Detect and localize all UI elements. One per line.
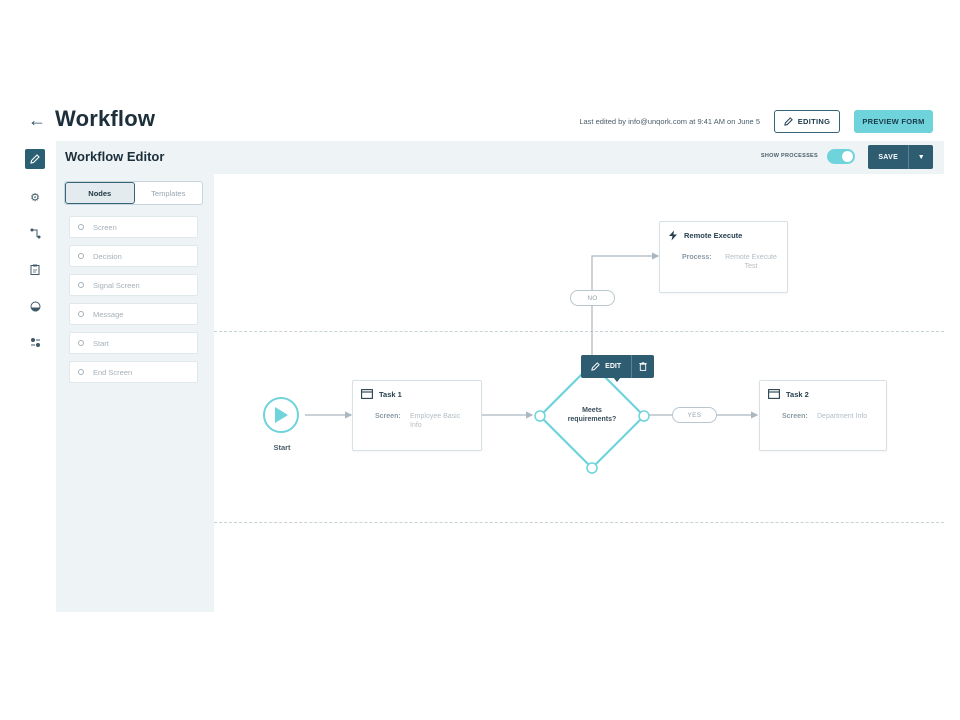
node-item-label: End Screen: [93, 367, 133, 377]
node-item-signal-screen[interactable]: Signal Screen: [69, 274, 198, 296]
trash-icon[interactable]: [632, 355, 654, 378]
no-branch-label[interactable]: NO: [570, 290, 615, 306]
palette-icon[interactable]: [25, 296, 45, 316]
decision-label-line2: requirements?: [567, 416, 617, 423]
node-item-message[interactable]: Message: [69, 303, 198, 325]
task1-screen-key: Screen:: [375, 413, 401, 420]
node-dot-icon: [78, 311, 84, 317]
sliders-icon[interactable]: [25, 332, 45, 352]
task1-screen-value-line2: Info: [410, 422, 422, 429]
connector-decision-no: [591, 252, 660, 363]
screen-icon: [361, 389, 373, 399]
last-edited-text: Last edited by info@unqork.com at 9:41 A…: [579, 117, 760, 126]
editing-label: EDITING: [797, 117, 831, 126]
node-dot-icon: [78, 369, 84, 375]
show-processes-toggle[interactable]: [827, 149, 855, 164]
tab-templates[interactable]: Templates: [151, 188, 186, 198]
task2-screen-value: Department Info: [817, 413, 868, 420]
play-icon: [275, 407, 288, 423]
gear-icon[interactable]: ⚙: [30, 191, 40, 204]
task2-title: Task 2: [786, 389, 809, 399]
decision-node[interactable]: Meets requirements?: [557, 406, 627, 424]
node-dot-icon: [78, 340, 84, 346]
branch-icon[interactable]: [25, 223, 45, 243]
pencil-icon[interactable]: [25, 149, 45, 169]
remote-process-value: Remote Execute: [725, 254, 777, 261]
decision-label-line1: Meets: [582, 407, 602, 414]
node-item-end-screen[interactable]: End Screen: [69, 361, 198, 383]
editing-button[interactable]: EDITING: [774, 110, 840, 133]
node-edit-popover: EDIT: [581, 355, 654, 378]
task1-node[interactable]: Task 1 Screen: Employee Basic Info: [352, 380, 482, 451]
popover-pointer: [613, 377, 621, 382]
save-button-group: SAVE ▼: [868, 145, 933, 169]
save-button[interactable]: SAVE: [868, 145, 910, 169]
screen-icon: [768, 389, 780, 399]
page-title: Workflow: [55, 106, 156, 131]
task1-screen-value: Employee Basic: [410, 413, 461, 420]
remote-execute-title: Remote Execute: [684, 231, 743, 240]
toggle-knob: [842, 151, 853, 162]
show-processes-label: SHOW PROCESSES: [760, 153, 818, 159]
node-item-label: Signal Screen: [93, 280, 140, 290]
decision-port-left: [534, 410, 546, 422]
task2-node[interactable]: Task 2 Screen: Department Info: [759, 380, 887, 451]
node-item-screen[interactable]: Screen: [69, 216, 198, 238]
back-arrow-icon[interactable]: ←: [28, 110, 46, 130]
start-label: Start: [273, 443, 291, 452]
panel-tabs: Nodes Templates: [64, 181, 203, 205]
node-item-label: Message: [93, 309, 124, 319]
node-item-decision[interactable]: Decision: [69, 245, 198, 267]
remote-process-value-line2: Test: [744, 263, 758, 270]
node-item-start[interactable]: Start: [69, 332, 198, 354]
swimlane-divider: [214, 331, 944, 332]
node-item-label: Screen: [93, 222, 117, 232]
decision-port-right: [638, 410, 650, 422]
lightning-icon: [669, 230, 677, 241]
pencil-icon: [784, 117, 793, 126]
node-dot-icon: [78, 253, 84, 259]
remote-execute-node[interactable]: Remote Execute Process: Remote Execute T…: [659, 221, 788, 293]
save-dropdown-chevron-icon[interactable]: ▼: [917, 153, 925, 161]
preview-form-button[interactable]: PREVIEW FORM: [854, 110, 933, 133]
start-node[interactable]: [263, 397, 299, 433]
node-dot-icon: [78, 224, 84, 230]
clipboard-icon[interactable]: [25, 259, 45, 279]
editor-toolbar: [56, 141, 944, 174]
yes-branch-label[interactable]: YES: [672, 407, 717, 423]
node-item-label: Decision: [93, 251, 122, 261]
decision-port-bottom: [586, 462, 598, 474]
task2-screen-key: Screen:: [782, 413, 808, 420]
swimlane-divider: [214, 522, 944, 523]
node-item-label: Start: [93, 338, 109, 348]
node-dot-icon: [78, 282, 84, 288]
pencil-icon: [591, 362, 600, 371]
edit-node-button[interactable]: EDIT: [581, 355, 633, 378]
editor-title: Workflow Editor: [65, 149, 165, 164]
tab-nodes[interactable]: Nodes: [65, 182, 135, 204]
edit-label: EDIT: [605, 363, 622, 370]
task1-title: Task 1: [379, 389, 402, 399]
remote-process-key: Process:: [682, 254, 712, 261]
